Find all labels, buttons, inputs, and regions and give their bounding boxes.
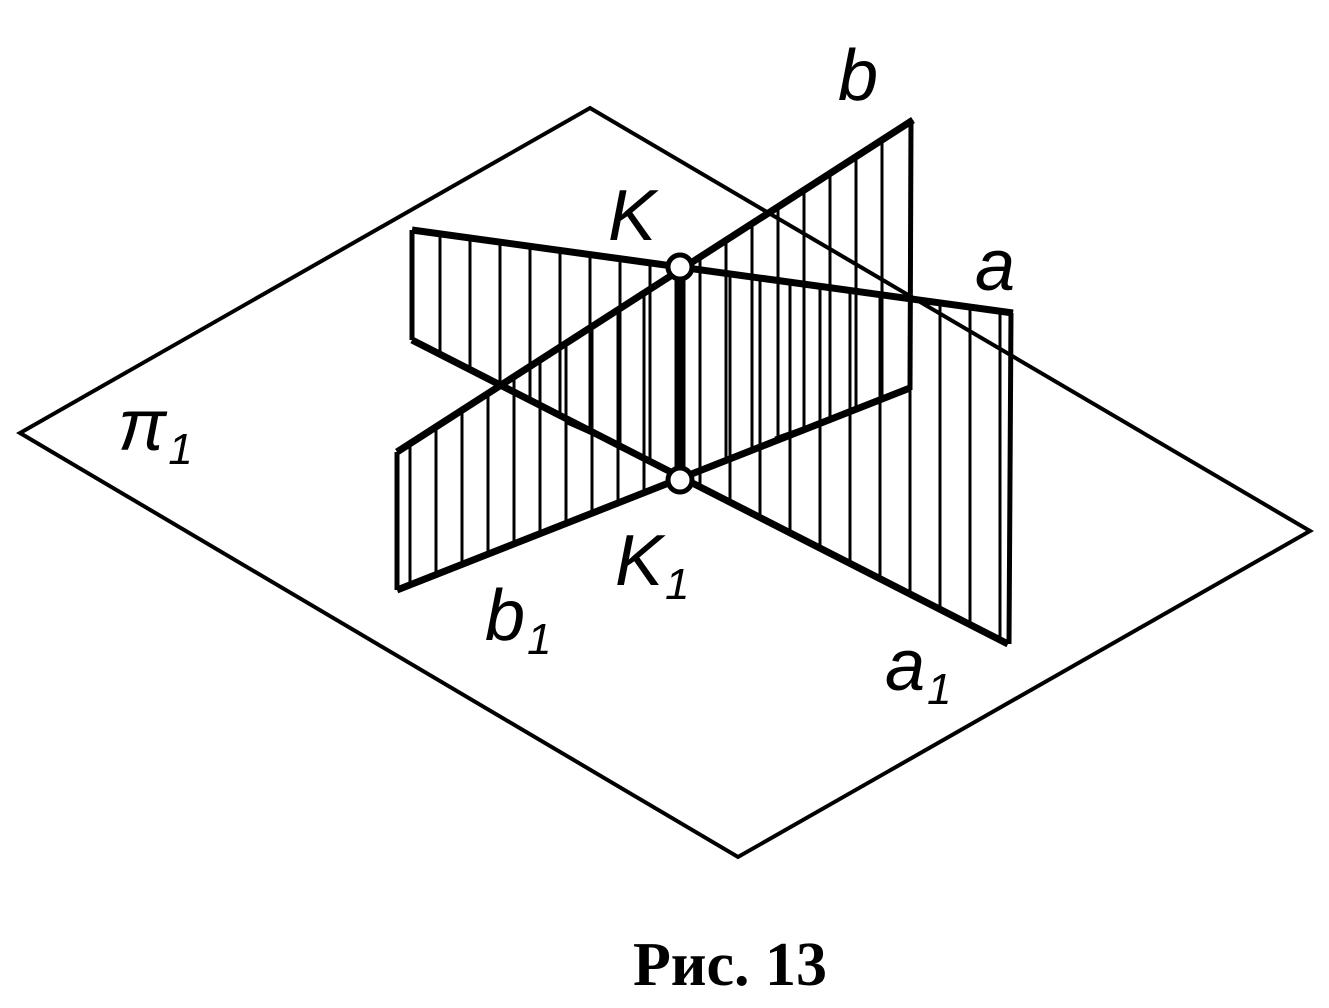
- line-a1-projection: [410, 336, 1010, 648]
- label-b1: b1: [485, 576, 552, 664]
- label-a1: a1: [885, 626, 952, 714]
- line-b1-projection: [395, 384, 912, 594]
- hatching-a-left: [438, 233, 652, 462]
- line-a: [411, 226, 1014, 317]
- label-k: K: [608, 176, 659, 256]
- hatching-a-right: [698, 269, 1002, 640]
- label-b: b: [838, 36, 878, 116]
- line-b-right-edge: [907, 119, 914, 391]
- label-a: a: [975, 226, 1015, 306]
- point-k1: [665, 465, 695, 495]
- label-pi1: π1: [118, 386, 193, 474]
- figure-caption: Рис. 13: [633, 931, 827, 999]
- line-b: [395, 117, 915, 455]
- point-k: [665, 252, 695, 282]
- label-k1: K1: [615, 521, 690, 609]
- plane-pi1: [16, 105, 1314, 860]
- line-a-right-edge: [1006, 312, 1014, 645]
